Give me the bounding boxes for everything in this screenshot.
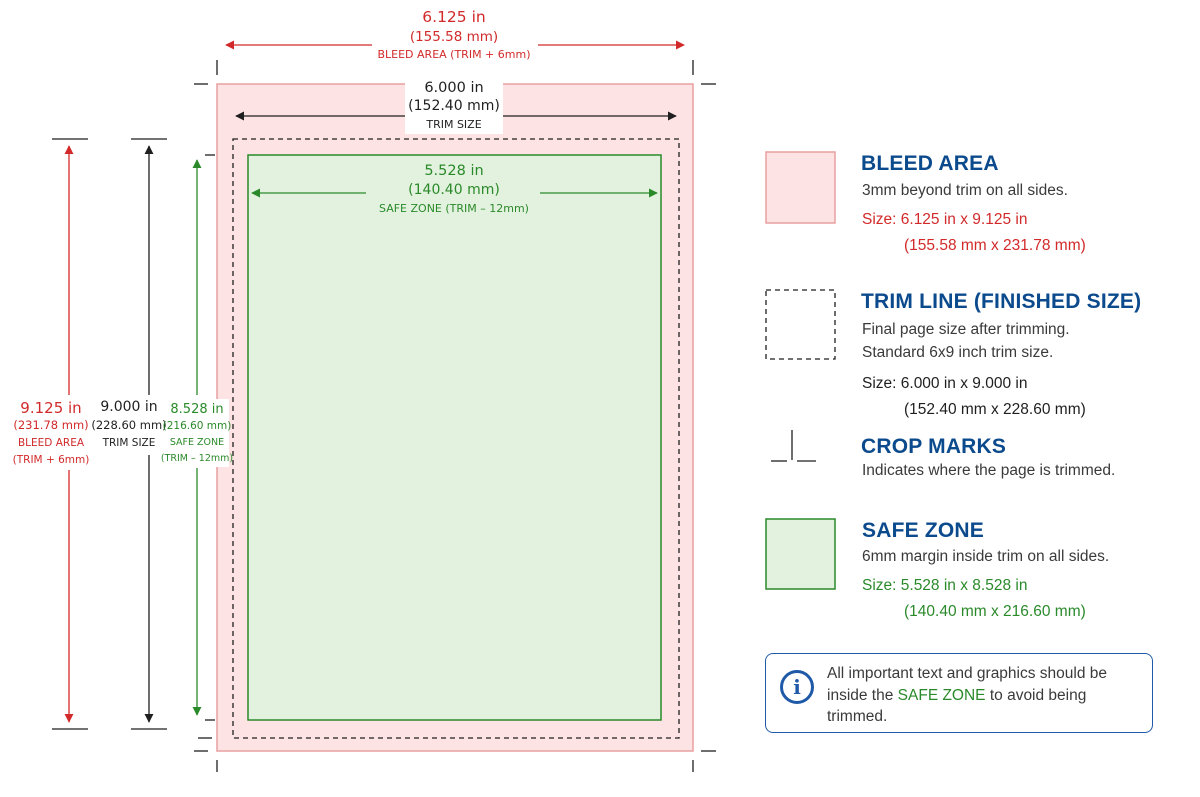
- info-text-before: All important text and graphics should b…: [827, 665, 1108, 704]
- safe-height-label-bg: [167, 399, 229, 467]
- legend-bleed-size: Size: 6.125 in x 9.125 in (155.58 mm x 2…: [862, 207, 1086, 259]
- trim-width-label: TRIM SIZE: [425, 118, 481, 131]
- trim-height-inches: 9.000 in: [100, 399, 157, 415]
- legend-crop-desc: Indicates where the page is trimmed.: [862, 462, 1116, 479]
- safe-height-label2: (TRIM – 12mm): [161, 453, 233, 464]
- legend-trim-desc-line2: Standard 6x9 inch trim size.: [862, 344, 1054, 361]
- legend-trim-size-line1: Size: 6.000 in x 9.000 in: [862, 375, 1028, 392]
- info-text-after: to avoid being trimmed.: [827, 686, 1087, 726]
- safe-width-label: SAFE ZONE (TRIM – 12mm): [379, 202, 529, 215]
- legend-trim-swatch: [765, 289, 836, 360]
- bleed-height-mm: (231.78 mm): [13, 418, 88, 432]
- trim-width-mm: (152.40 mm): [408, 98, 500, 114]
- safe-height-mm: (216.60 mm): [163, 420, 232, 432]
- legend-safe-size: Size: 5.528 in x 8.528 in (140.40 mm x 2…: [862, 573, 1086, 625]
- bleed-height-inches: 9.125 in: [20, 399, 81, 417]
- legend-safe-size-line2: (140.40 mm x 216.60 mm): [904, 603, 1086, 620]
- legend-trim-desc: Final page size after trimming. Standard…: [862, 318, 1070, 364]
- legend-bleed-size-line1: Size: 6.125 in x 9.125 in: [862, 211, 1028, 228]
- legend-safe-title: SAFE ZONE: [862, 519, 984, 542]
- bleed-height-label2: (TRIM + 6mm): [13, 454, 90, 466]
- bleed-width-inches: 6.125 in: [422, 8, 485, 26]
- legend-bleed-desc: 3mm beyond trim on all sides.: [862, 182, 1068, 199]
- safe-zone: [247, 154, 662, 721]
- legend-bleed-size-line2: (155.58 mm x 231.78 mm): [904, 237, 1086, 254]
- trim-height-label: TRIM SIZE: [102, 437, 156, 449]
- trim-height-mm: (228.60 mm): [91, 418, 166, 432]
- legend-bleed-swatch: [765, 151, 836, 224]
- legend-safe-swatch: [765, 518, 836, 590]
- safe-width-inches: 5.528 in: [424, 163, 483, 179]
- safe-width-mm: (140.40 mm): [408, 182, 500, 198]
- trim-width-inches: 6.000 in: [424, 80, 483, 96]
- crop-marks: [194, 60, 716, 772]
- bleed-width-mm: (155.58 mm): [410, 29, 498, 45]
- legend-crop-title: CROP MARKS: [861, 435, 1007, 458]
- legend-trim-size: Size: 6.000 in x 9.000 in (152.40 mm x 2…: [862, 371, 1086, 423]
- info-callout: i All important text and graphics should…: [765, 653, 1153, 733]
- bleed-height-label1: BLEED AREA: [18, 437, 85, 449]
- info-icon: i: [780, 670, 814, 704]
- trim-width-label-bg: [405, 76, 503, 134]
- info-text-highlight: SAFE ZONE: [897, 686, 986, 704]
- info-text: All important text and graphics should b…: [827, 663, 1147, 728]
- legend-safe-size-line1: Size: 5.528 in x 8.528 in: [862, 577, 1028, 594]
- bleed-width-label: BLEED AREA (TRIM + 6mm): [377, 48, 530, 61]
- legend-crop-mark-icon: [771, 430, 816, 462]
- legend-bleed-title: BLEED AREA: [861, 152, 999, 175]
- legend-trim-size-line2: (152.40 mm x 228.60 mm): [904, 401, 1086, 418]
- legend-safe-desc: 6mm margin inside trim on all sides.: [862, 548, 1110, 565]
- safe-height-inches: 8.528 in: [170, 402, 223, 417]
- legend-trim-desc-line1: Final page size after trimming.: [862, 321, 1070, 338]
- legend-trim-title: TRIM LINE (FINISHED SIZE): [861, 290, 1142, 313]
- safe-height-label1: SAFE ZONE: [170, 437, 224, 448]
